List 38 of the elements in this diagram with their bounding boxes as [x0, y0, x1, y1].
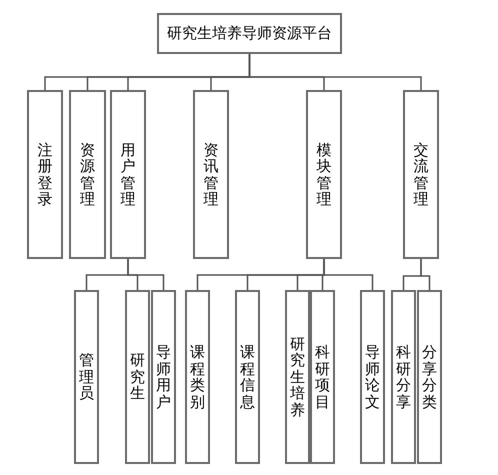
module-box [27, 90, 63, 259]
node-label: 课程信息 [240, 344, 255, 410]
node-label: 用户管理 [120, 142, 136, 208]
module-box [235, 290, 260, 464]
module-box [310, 290, 335, 464]
root-box [157, 13, 342, 54]
connector-line [248, 54, 422, 90]
module-box [110, 90, 146, 259]
module-box [360, 290, 385, 464]
connector-line [420, 259, 430, 290]
node-label: 管理员 [79, 352, 94, 402]
node-label: 模块管理 [316, 142, 332, 208]
module-box [69, 90, 106, 259]
node-label: 交流管理 [414, 142, 428, 208]
module-box [193, 90, 229, 259]
node-label: 资源管理 [80, 142, 95, 208]
node-label: 科研分享 [396, 344, 411, 410]
node-label: 研究生培养 [290, 336, 305, 418]
node-label: 课程类别 [190, 344, 205, 410]
node-label: 科研项目 [315, 344, 330, 410]
connector-line [127, 259, 164, 290]
node-label: 研究生培养导师资源平台 [166, 24, 333, 43]
module-box [74, 290, 99, 464]
node-label: 分享分类 [422, 344, 437, 410]
module-box [391, 290, 416, 464]
node-label: 导师用户 [156, 344, 171, 410]
module-box [403, 90, 439, 259]
node-label: 注册登录 [38, 142, 52, 208]
module-box [306, 90, 342, 259]
node-label: 导师论文 [365, 344, 380, 410]
module-box [185, 290, 210, 464]
connector-line [323, 259, 374, 290]
module-box [151, 290, 176, 464]
node-label: 研究生 [130, 352, 145, 402]
module-box [125, 290, 150, 464]
module-box [417, 290, 442, 464]
module-box [285, 290, 310, 464]
node-label: 资讯管理 [204, 142, 218, 208]
